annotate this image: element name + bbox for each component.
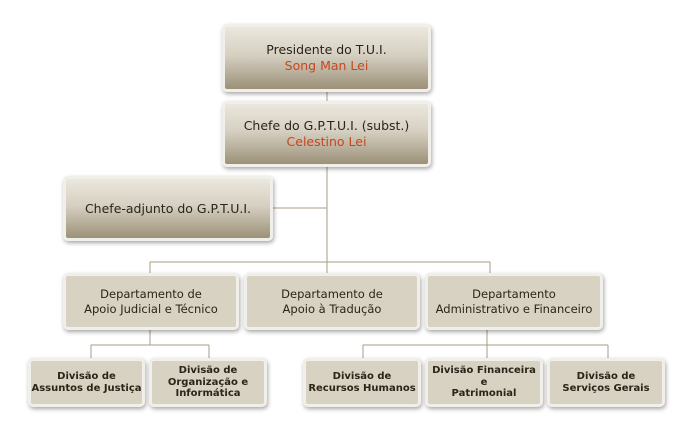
division-line2: Recursos Humanos: [308, 382, 416, 394]
department-judicial-box: Departamento de Apoio Judicial e Técnico: [63, 273, 239, 330]
division-line2: Patrimonial: [451, 388, 517, 400]
chief-name: Celestino Lei: [286, 134, 367, 149]
president-box: Presidente do T.U.I. Song Man Lei: [222, 24, 431, 92]
department-admin-box: Departamento Administrativo e Financeiro: [425, 273, 603, 330]
deputy-title: Chefe-adjunto do G.P.T.U.I.: [84, 200, 252, 216]
department-line1: Departamento: [472, 287, 556, 302]
division-line1: Divisão de: [576, 371, 636, 382]
president-title: Presidente do T.U.I.: [266, 42, 387, 58]
division-line2: Assuntos de Justiça: [31, 382, 142, 394]
division-line3: Informática: [175, 388, 241, 400]
department-line2: Administrativo e Financeiro: [435, 301, 593, 316]
division-line1: Divisão de: [57, 371, 116, 382]
division-line1: Divisão de: [332, 371, 392, 382]
division-line2: Serviços Gerais: [562, 382, 650, 394]
chief-title: Chefe do G.P.T.U.I. (subst.): [243, 118, 410, 134]
division-organization-box: Divisão de Organização e Informática: [149, 358, 267, 407]
department-translation-box: Departamento de Apoio à Tradução: [244, 273, 420, 330]
department-line2: Apoio Judicial e Técnico: [84, 301, 218, 316]
division-general-services-box: Divisão de Serviços Gerais: [547, 358, 665, 407]
chief-box: Chefe do G.P.T.U.I. (subst.) Celestino L…: [222, 101, 431, 167]
department-line1: Departamento de: [100, 287, 202, 302]
division-line2: Organização e: [167, 376, 249, 388]
deputy-box: Chefe-adjunto do G.P.T.U.I.: [63, 176, 273, 241]
department-line2: Apoio à Tradução: [282, 301, 382, 316]
division-hr-box: Divisão de Recursos Humanos: [303, 358, 421, 407]
division-line1: Divisão de: [178, 365, 238, 377]
department-line1: Departamento de: [281, 287, 383, 302]
division-finance-box: Divisão Financeira e Patrimonial: [425, 358, 543, 407]
division-line1: Divisão Financeira e: [432, 365, 536, 388]
president-name: Song Man Lei: [284, 58, 369, 73]
division-justice-box: Divisão de Assuntos de Justiça: [28, 358, 145, 407]
